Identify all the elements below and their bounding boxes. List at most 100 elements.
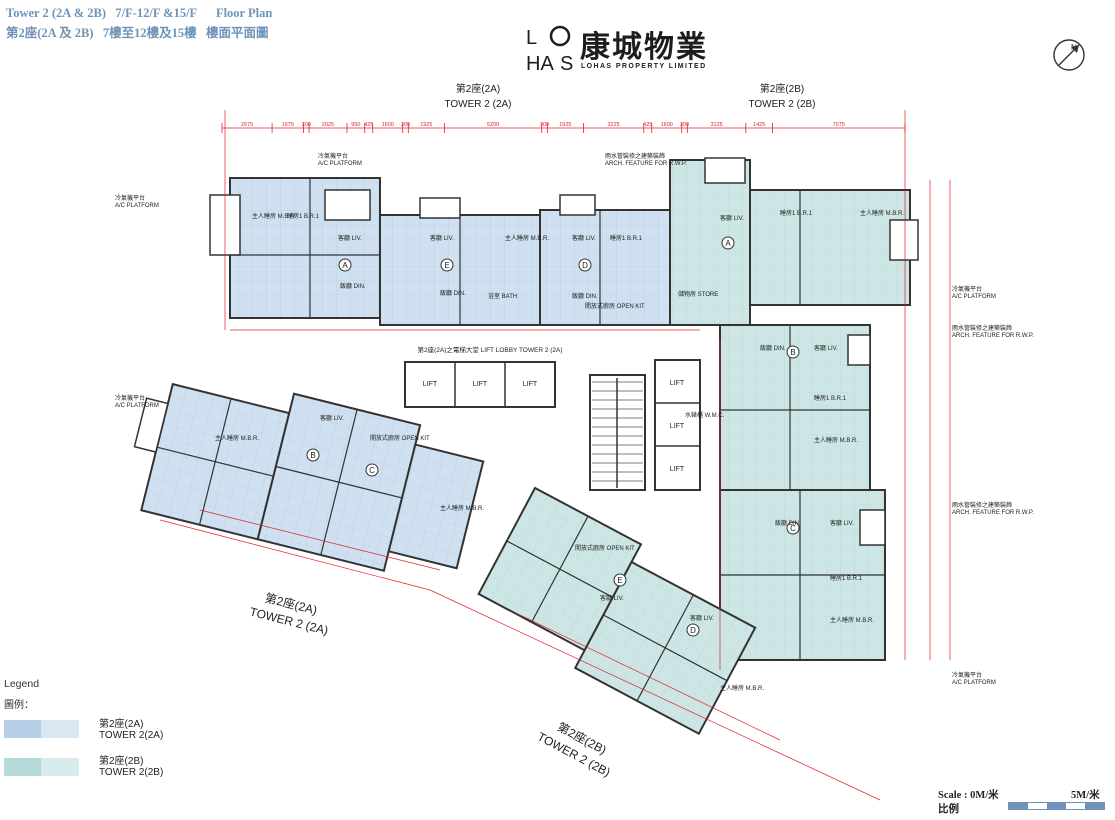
arch-feature-label: ARCH. FEATURE FOR R.W.P. [952,510,1034,516]
lift-lobby-label: 第2座(2A)之電梯大堂 LIFT LOBBY TOWER 2 (2A) [417,345,562,354]
room-label: 主人睡房 M.B.R. [215,434,259,442]
legend-label-cn: 第2座(2B) [99,756,144,767]
brand-name-en: LOHAS PROPERTY LIMITED [581,63,707,70]
flat-marker-letter: D [690,626,696,635]
room-label: 飯廳 DIN. [760,344,786,352]
dimension-value: 300 [680,122,689,128]
room-label: 主人睡房 M.B.R. [814,436,858,444]
room-label: 主人睡房 M.B.R. [440,504,484,512]
core-lift-stair [404,359,701,491]
dimension-value: 425 [643,122,652,128]
dimension-value: 1600 [382,122,394,128]
room-label: 客廳 LIV. [572,234,596,242]
tower-2a-lower-wing [133,382,485,572]
room-label: 睡房1 B.R.1 [830,574,863,582]
room-label: 浴室 BATH [488,292,517,300]
flat-marker-letter: D [582,261,588,270]
ac-platform-label-cn: 冷氣機平台 [115,194,145,202]
dimension-value: 300 [540,122,549,128]
flat-marker-letter: B [310,451,315,460]
flat-marker-letter: B [790,348,795,357]
svg-text:N: N [1071,43,1077,52]
flat-marker-letter: C [790,524,796,533]
lohas-logo-icon: L HA S [526,25,573,74]
legend-item-tower-2a: 第2座(2A) TOWER 2(2A) [99,719,163,741]
room-label: 開放式廚房 OPEN KIT [575,544,635,552]
flat-marker-letter: E [444,261,449,270]
room-label: 飯廳 DIN. [775,519,801,527]
svg-text:HA: HA [526,53,554,74]
arch-feature-label: ARCH. FEATURE FOR R.W.P. [952,333,1034,339]
room-label: 客廳 LIV. [720,214,744,222]
room-label: 飯廳 DIN. [572,292,598,300]
svg-text:S: S [560,53,573,74]
room-label: 客廳 LIV. [338,234,362,242]
dimension-value: 3225 [607,122,619,128]
flat-marker-circle [613,573,627,587]
svg-text:L: L [526,27,537,49]
flat-marker-letter: E [617,576,622,585]
room-label: 主人睡房 M.B.R. [252,212,296,220]
tower-2b-upper-wing [669,157,919,661]
flat-marker-letter: A [342,261,348,270]
brand-name-cn: 康城物業 [580,30,708,65]
ac-platform-label-cn: 冷氣機平台 [952,671,982,679]
tower-2b-lower-wing [477,486,757,736]
dimension-value: 950 [351,122,360,128]
scale-bar [1008,802,1105,810]
legend-label-cn: 第2座(2A) [99,719,144,730]
dimension-value: 5200 [487,122,499,128]
tower-title-cn: 第2座(2A 及 2B) [6,26,94,40]
legend-item-tower-2b: 第2座(2B) TOWER 2(2B) [99,756,163,778]
room-label: 主人睡房 M.B.R. [505,234,549,242]
lift-label: LIFT [670,466,685,473]
dimension-value: 1675 [282,122,294,128]
flat-marker-circle [338,258,352,272]
legend-title: Legend [4,678,40,690]
flat-marker-letter: C [369,466,375,475]
ac-platform-label: A/C PLATFORM [952,680,996,686]
room-label: 客廳 LIV. [600,594,624,602]
tower-title-en: Tower 2 (2A & 2B) [6,6,106,20]
wmc-label: 水錶櫃 W.M.C. [685,411,725,419]
ac-platform-label-cn: 冷氣機平台 [115,394,145,402]
room-label: 睡房1 B.R.1 [610,234,643,242]
tower-2a-top-label-en: TOWER 2 (2A) [444,99,511,110]
dimension-value: 3125 [710,122,722,128]
legend-title-cn: 圖例： [4,700,34,711]
legend-label-en: TOWER 2(2B) [99,767,164,778]
ac-platform-label: A/C PLATFORM [115,203,159,209]
north-arrow-icon: N [1053,39,1085,71]
dimension-value: 300 [401,122,410,128]
dimension-value: 425 [364,122,373,128]
dimension-value: 1925 [559,122,571,128]
lift-label: LIFT [473,381,488,388]
arch-feature-label: ARCH. FEATURE FOR R.W.P. [605,161,687,167]
dimension-value: 1425 [753,122,765,128]
arch-feature-label-cn: 雨水管裝修之建築裝飾 [952,501,1012,509]
ac-platform-label-cn: 冷氣機平台 [318,152,348,160]
dimension-value: 7075 [833,122,845,128]
room-label: 開放式廚房 OPEN KIT [585,302,645,310]
lift-label: LIFT [423,381,438,388]
tower-2b-top-label-en: TOWER 2 (2B) [748,99,815,110]
room-label: 睡房1 B.R.1 [780,209,813,217]
room-label: 主人睡房 M.B.R. [860,209,904,217]
scale-label-cn: 比例 [938,803,959,815]
flat-marker-circle [365,463,379,477]
dimension-value: 2675 [241,122,253,128]
room-label: 主人睡房 M.B.R. [720,684,764,692]
plan-title-en: Floor Plan [215,6,273,20]
header-line-cn: 第2座(2A 及 2B) 7樓至12樓及15樓 樓面平面圖 [6,22,269,41]
ac-platform-label: A/C PLATFORM [318,161,362,167]
plan-title-cn: 樓面平面圖 [206,26,269,40]
room-label: 客廳 LIV. [690,614,714,622]
tower-2a-upper-wing [209,177,671,326]
dimension-value: 1925 [420,122,432,128]
floor-range-en: 7/F-12/F &15/F [115,6,198,20]
legend-label-en: TOWER 2(2A) [99,730,164,741]
room-label: 儲物房 STORE [678,290,718,298]
tower-2a-top-label-cn: 第2座(2A) [456,82,500,95]
room-label: 開放式廚房 OPEN KIT [370,434,430,442]
